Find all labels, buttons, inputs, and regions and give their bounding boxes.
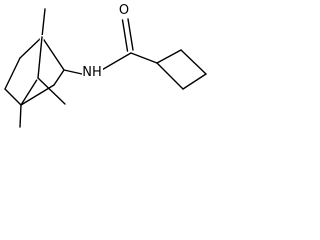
bond-c6-c5 xyxy=(4,57,21,90)
atom-label-oxygen: O xyxy=(119,3,129,18)
bond-c1-methyl xyxy=(41,8,46,38)
atom-label-oxygen-bg xyxy=(117,2,131,17)
bond-carbonyl-n xyxy=(99,52,132,72)
bond-c5-c4 xyxy=(4,88,22,106)
bond-ring-4 xyxy=(156,62,184,90)
bond-c1-c6 xyxy=(19,36,43,59)
cyclobutane-ring xyxy=(156,49,207,90)
bond-carbonyl-ring xyxy=(130,52,158,64)
bond-c4-c7 xyxy=(20,77,39,106)
bond-ring-3 xyxy=(182,73,207,90)
atom-label-nitrogen-group: NH xyxy=(82,64,103,80)
bond-c3-c2 xyxy=(53,69,65,86)
bond-c2-c1 xyxy=(41,36,65,71)
atom-label-nitrogen: NH xyxy=(82,65,102,80)
atom-label-oxygen-group: O xyxy=(117,2,131,18)
bicyclic-skeleton xyxy=(4,8,83,128)
bond-carbonyl-double-b xyxy=(127,18,134,51)
bond-c4-methyl xyxy=(19,104,22,128)
bond-c7-methyl-a xyxy=(37,77,66,105)
bond-n-c2 xyxy=(63,69,83,75)
bond-carbonyl-double-a xyxy=(121,19,129,52)
amide-group xyxy=(99,18,158,72)
bond-c7-c1 xyxy=(37,36,43,79)
bond-ring-2 xyxy=(180,49,207,75)
bond-ring-1 xyxy=(156,49,182,64)
atom-label-nitrogen-bg xyxy=(82,64,103,79)
chemical-structure: O NH xyxy=(4,2,207,128)
